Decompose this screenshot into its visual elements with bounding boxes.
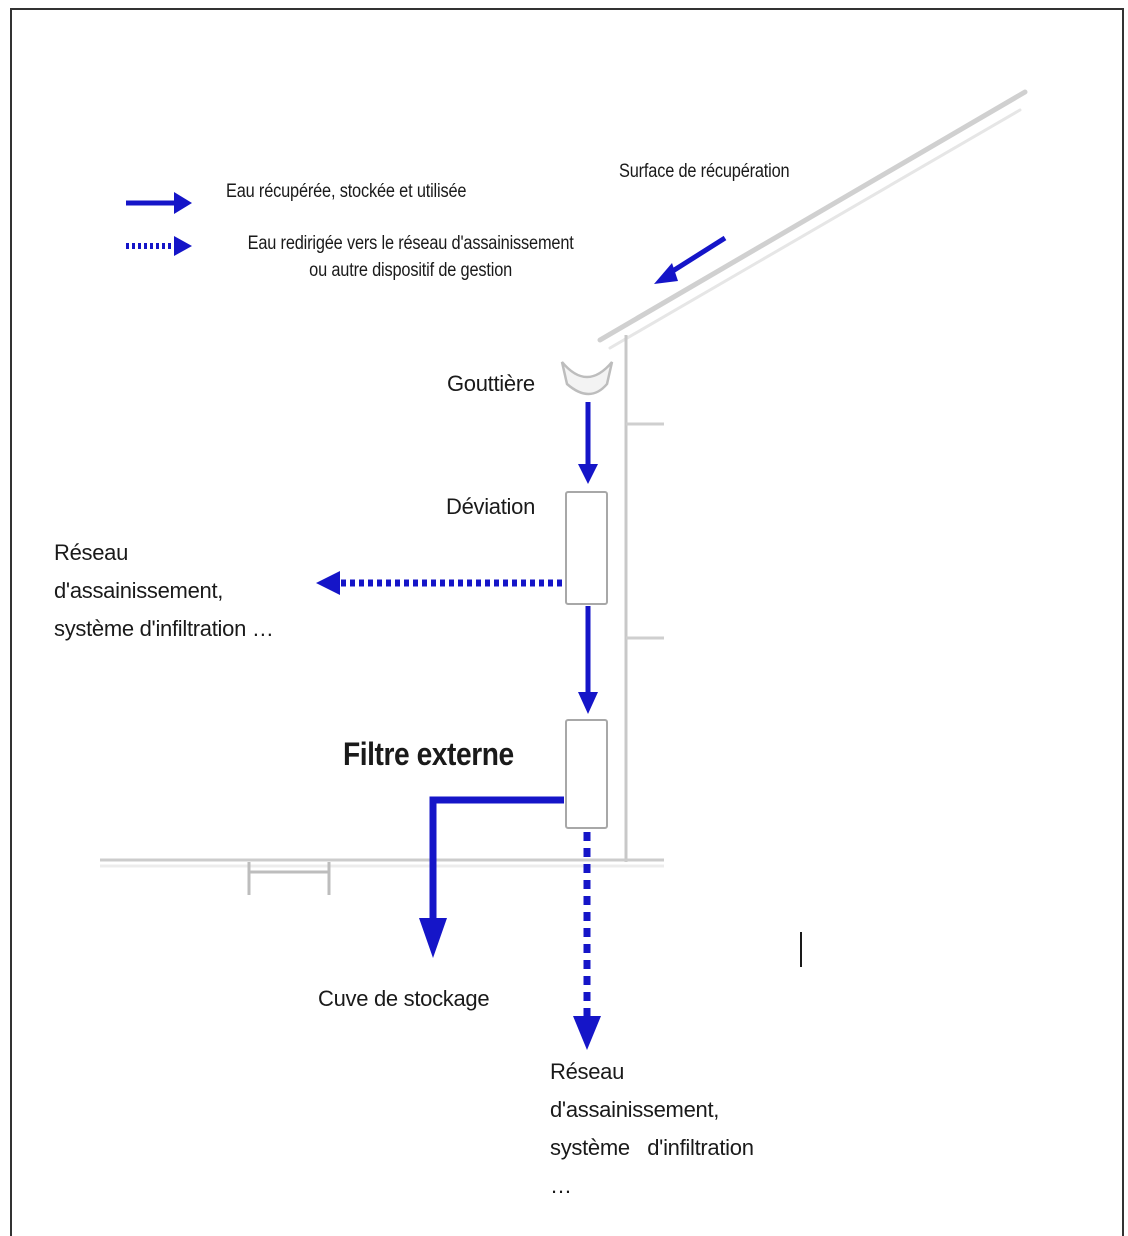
tank-lid — [247, 862, 331, 895]
flow-gutter-to-deviation-head — [578, 464, 598, 484]
tank-label: Cuve de stockage — [318, 986, 490, 1011]
roof-line-inner — [608, 108, 1022, 350]
network-left-line3: système d'infiltration … — [54, 616, 274, 641]
filter-box — [565, 719, 608, 829]
legend-dotted-label-line2: ou autre dispositif de gestion — [309, 260, 513, 281]
surface-arrow-head — [654, 263, 678, 284]
legend-solid-arrow-head — [174, 192, 192, 214]
flow-deviation-to-network-left-head — [316, 571, 340, 595]
legend-dotted-arrow-head — [174, 236, 192, 256]
gutter-label: Gouttière — [447, 371, 535, 396]
diagram-frame — [10, 8, 1124, 1236]
flow-deviation-to-filter-head — [578, 692, 598, 714]
filter-label: Filtre externe — [343, 736, 514, 772]
flow-filter-to-tank — [429, 796, 564, 922]
roof-line — [597, 89, 1028, 343]
flow-filter-to-network-bottom-head — [573, 1016, 601, 1050]
surface-label: Surface de récupération — [619, 161, 790, 182]
network-bottom-line3: système d'infiltration — [550, 1135, 754, 1160]
gutter-shape — [560, 361, 614, 396]
network-bottom-label: Réseau d'assainissement, système d'infil… — [550, 1053, 754, 1205]
deviation-box — [565, 491, 608, 605]
legend-dotted-label-line1: Eau redirigée vers le réseau d'assainiss… — [247, 233, 574, 254]
surface-arrow-line — [666, 235, 727, 277]
network-bottom-line4: … — [550, 1173, 572, 1198]
network-left-line1: Réseau — [54, 540, 129, 565]
deviation-label: Déviation — [446, 494, 536, 519]
legend-dotted-label: Eau redirigée vers le réseau d'assainiss… — [224, 230, 597, 284]
network-bottom-line2: d'assainissement, — [550, 1097, 720, 1122]
network-bottom-line1: Réseau — [550, 1059, 625, 1084]
network-left-line2: d'assainissement, — [54, 578, 224, 603]
flow-filter-to-tank-head — [419, 918, 447, 958]
legend-solid-label: Eau récupérée, stockée et utilisée — [226, 181, 467, 202]
network-left-label: Réseau d'assainissement, système d'infil… — [54, 534, 274, 648]
